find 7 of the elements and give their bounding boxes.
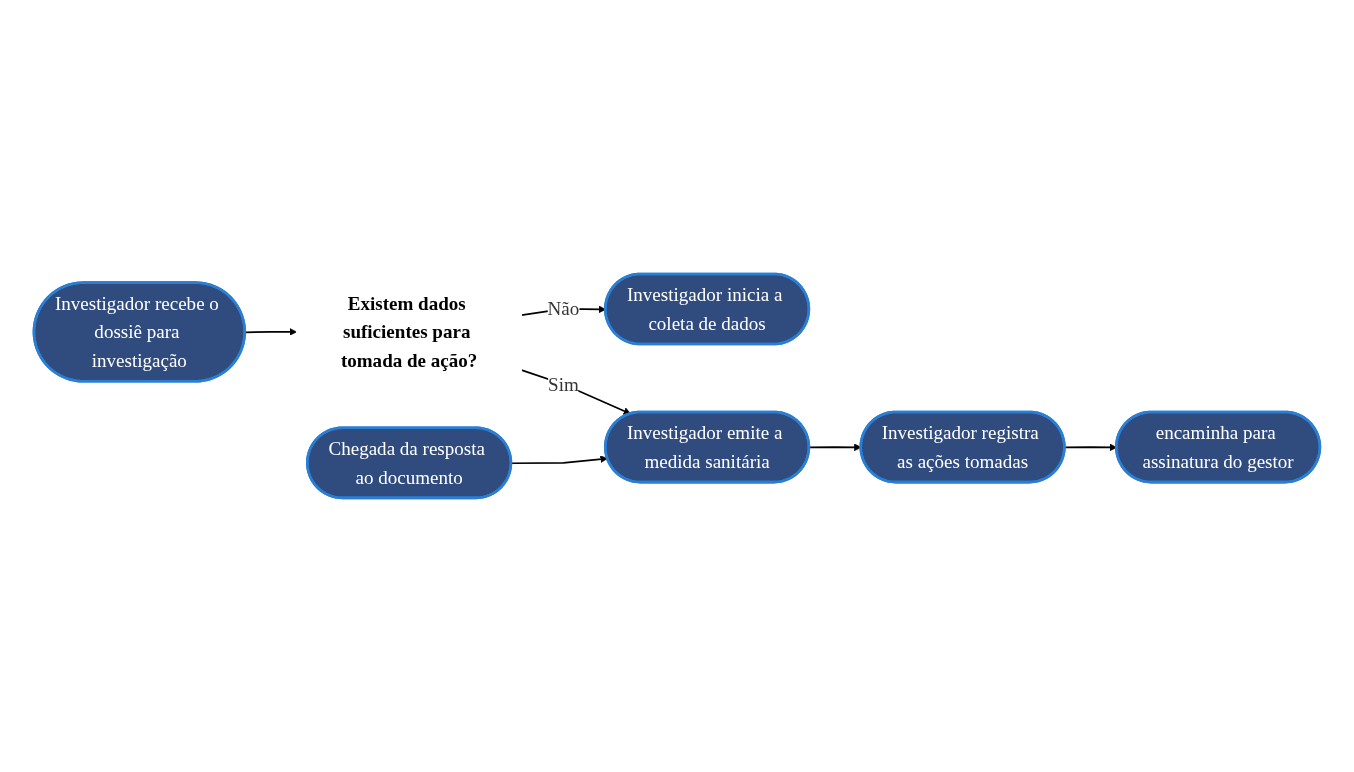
arrow: [520, 369, 632, 415]
arrow: [808, 443, 862, 452]
arrow: [244, 328, 297, 336]
edge-label: Não: [547, 298, 580, 320]
arrow: [510, 455, 608, 465]
node-text: Existem dados suficientes para tomada de ação?: [340, 292, 478, 372]
edge-label: Sim: [548, 373, 579, 396]
